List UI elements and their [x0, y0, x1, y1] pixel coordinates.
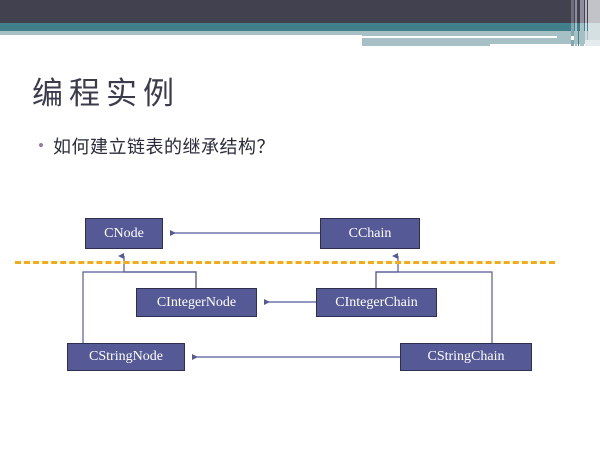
node-box-cchain[interactable]: CChain [320, 218, 420, 249]
bullet-item: • 如何建立链表的继承结构？ [38, 133, 275, 159]
header-stripe-notch-left [571, 36, 574, 40]
header-stripe-4-lower [580, 23, 584, 46]
header-stripe-3-lower [578, 23, 579, 46]
layer-separator-dashed-line [15, 261, 555, 264]
header-stripe-5-lower [585, 23, 587, 46]
page-title: 编程实例 [32, 76, 180, 112]
node-box-cstringnode[interactable]: CStringNode [67, 343, 185, 371]
header-hairline-upper [362, 36, 557, 38]
header-hairline-lower [490, 44, 600, 46]
header-band-pale-right-lower [362, 38, 600, 46]
bullet-marker-icon: • [38, 135, 44, 155]
header-banner [0, 0, 600, 46]
bullet-text: 如何建立链表的继承结构？ [52, 137, 275, 158]
header-band-light-left [0, 31, 362, 35]
header-band-white-left [0, 35, 362, 46]
edge-left-inheritance-to-cnode [118, 253, 197, 288]
edge-right-inheritance-to-cchain [375, 253, 399, 288]
header-stripe-1-lower [571, 23, 574, 46]
header-stripe-notch-right [585, 40, 600, 46]
node-box-cintegernode[interactable]: CIntegerNode [136, 288, 257, 317]
header-band-teal [0, 23, 600, 31]
node-box-cstringchain[interactable]: CStringChain [400, 343, 532, 371]
header-stripe-2-lower [575, 23, 577, 46]
node-box-cintegerchain[interactable]: CIntegerChain [316, 288, 437, 317]
node-box-cnode[interactable]: CNode [85, 218, 163, 249]
header-band-dark [0, 0, 600, 23]
